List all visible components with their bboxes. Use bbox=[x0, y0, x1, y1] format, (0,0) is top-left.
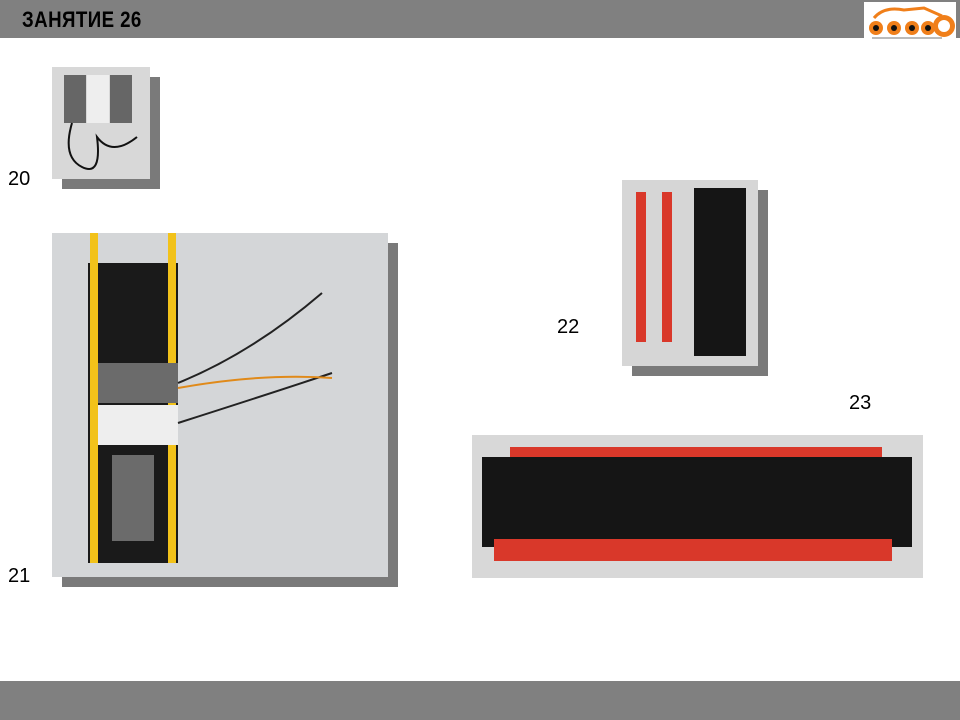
step-21-photo bbox=[52, 233, 388, 577]
step-20-photo bbox=[52, 67, 150, 179]
footer-bar bbox=[0, 681, 960, 720]
step-23-photo bbox=[472, 435, 923, 578]
page-title: ЗАНЯТИЕ 26 bbox=[22, 7, 142, 32]
step-number-23: 23 bbox=[849, 392, 872, 414]
header-bar: ЗАНЯТИЕ 26 bbox=[0, 0, 960, 42]
step-22-photo bbox=[622, 180, 758, 366]
step-number-20: 20 bbox=[8, 168, 31, 190]
robotrek-logo bbox=[864, 2, 956, 42]
step-number-21: 21 bbox=[8, 565, 31, 587]
step-number-22: 22 bbox=[557, 316, 580, 338]
